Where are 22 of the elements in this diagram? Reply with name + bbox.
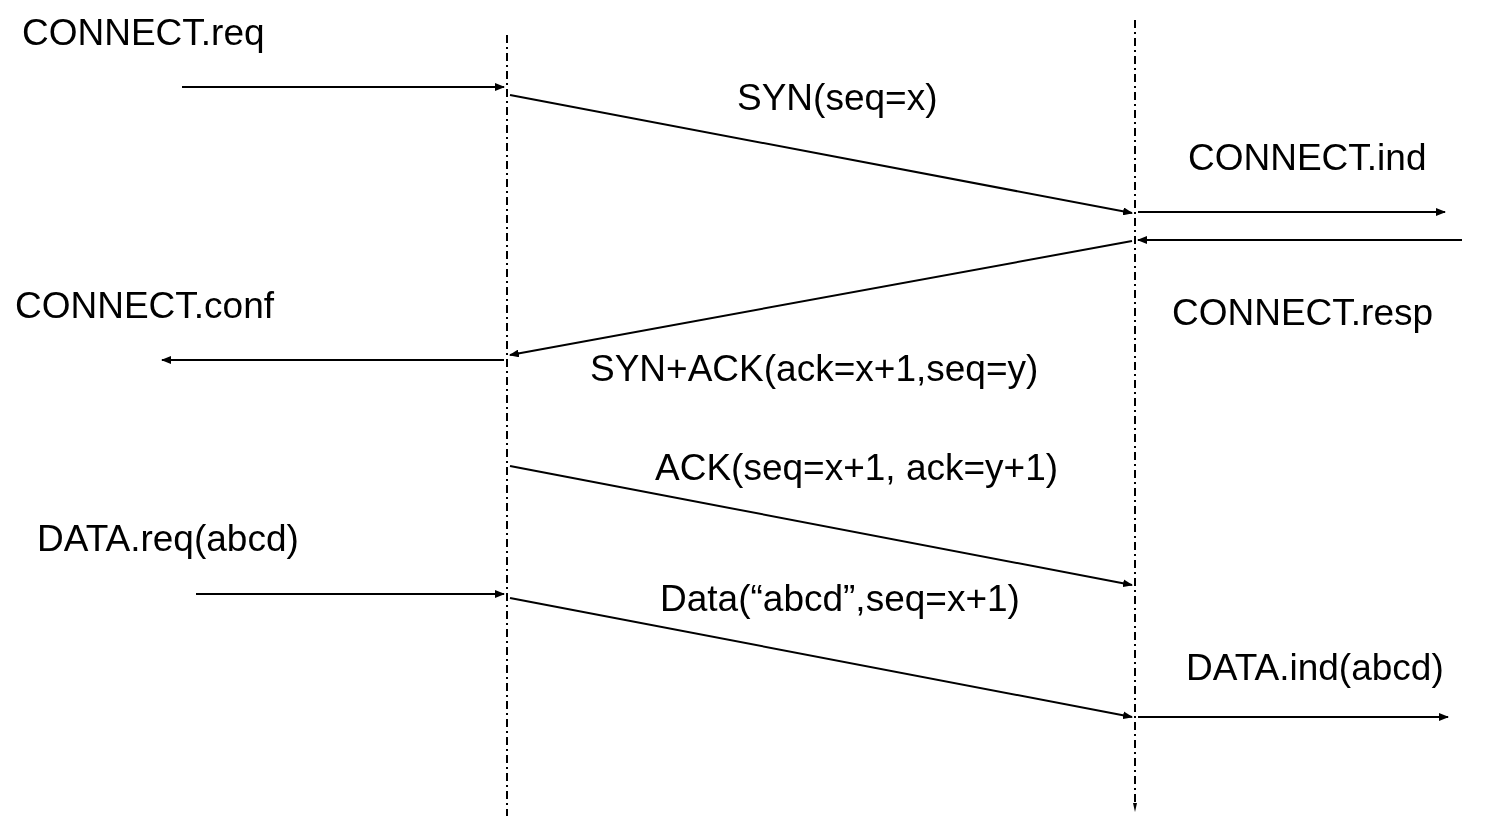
message-label: DATA.ind(abcd) — [1186, 647, 1444, 689]
message-arrow — [161, 356, 505, 364]
message-label: ACK(seq=x+1, ack=y+1) — [655, 447, 1059, 489]
lifeline — [505, 35, 509, 816]
message-arrow — [1137, 236, 1463, 244]
message-label: CONNECT.resp — [1172, 292, 1434, 334]
message-arrow — [509, 94, 1133, 216]
message-arrow — [1137, 208, 1446, 216]
message-arrow — [1137, 713, 1449, 721]
lifeline — [1133, 20, 1137, 812]
message-arrow — [181, 83, 505, 91]
message-arrow — [195, 590, 505, 598]
message-label: CONNECT.ind — [1188, 137, 1427, 179]
message-label: Data(“abcd”,seq=x+1) — [660, 578, 1020, 620]
message-arrow — [509, 240, 1133, 358]
message-label: SYN+ACK(ack=x+1,seq=y) — [590, 348, 1039, 390]
message-arrow — [509, 597, 1133, 720]
message-arrow — [509, 465, 1133, 588]
message-label: SYN(seq=x) — [737, 77, 938, 119]
message-label: CONNECT.req — [22, 12, 265, 54]
message-label: DATA.req(abcd) — [37, 518, 299, 560]
message-label: CONNECT.conf — [15, 285, 275, 327]
